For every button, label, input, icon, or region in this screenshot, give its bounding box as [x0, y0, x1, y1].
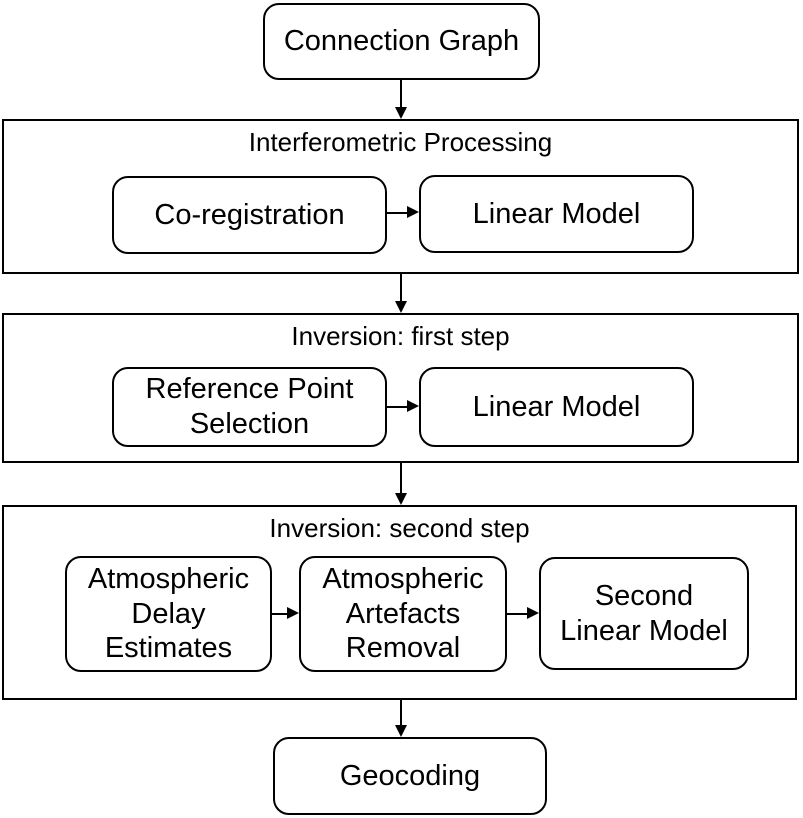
edge-connection-to-interferometric — [400, 80, 402, 109]
edge-delayestimates-to-artefactsremoval — [272, 613, 289, 615]
arrowhead-right-icon — [407, 206, 419, 218]
arrowhead-right-icon — [407, 400, 419, 412]
group-inversion-first-step-title: Inversion: first step — [291, 321, 510, 351]
edge-interferometric-to-inversion1 — [400, 274, 402, 303]
node-second-linear-model: Second Linear Model — [539, 557, 749, 670]
edge-artefactsremoval-to-secondlinearmodel — [507, 613, 529, 615]
node-linear-model-2: Linear Model — [419, 367, 694, 447]
node-linear-model-2-label: Linear Model — [472, 390, 641, 423]
node-geocoding: Geocoding — [273, 737, 547, 815]
edge-inversion2-to-geocoding — [400, 700, 402, 727]
node-geocoding-label: Geocoding — [339, 759, 481, 792]
arrowhead-down-icon — [395, 107, 407, 119]
edge-referencepoint-to-linearmodel — [387, 406, 409, 408]
arrowhead-right-icon — [287, 607, 299, 619]
node-reference-point-selection: Reference Point Selection — [112, 367, 387, 447]
node-atmospheric-delay-estimates: Atmospheric Delay Estimates — [65, 556, 272, 672]
node-co-registration-label: Co-registration — [154, 198, 345, 231]
edge-coregistration-to-linearmodel — [387, 212, 409, 214]
group-interferometric-processing-title: Interferometric Processing — [248, 127, 553, 157]
node-co-registration: Co-registration — [112, 176, 387, 254]
node-atmospheric-delay-estimates-label: Atmospheric Delay Estimates — [87, 562, 250, 665]
group-inversion-second-step: Inversion: second step Atmospheric Delay… — [2, 505, 797, 700]
edge-inversion1-to-inversion2 — [400, 463, 402, 495]
arrowhead-right-icon — [527, 607, 539, 619]
arrowhead-down-icon — [395, 493, 407, 505]
arrowhead-down-icon — [395, 301, 407, 313]
node-second-linear-model-label: Second Linear Model — [560, 579, 728, 647]
node-connection-graph-label: Connection Graph — [283, 25, 520, 58]
group-inversion-first-step: Inversion: first step Reference Point Se… — [2, 313, 799, 463]
group-interferometric-processing: Interferometric Processing Co-registrati… — [2, 119, 799, 274]
group-inversion-second-step-title: Inversion: second step — [269, 513, 530, 543]
node-atmospheric-artefacts-removal-label: Atmospheric Artefacts Removal — [322, 562, 484, 665]
arrowhead-down-icon — [395, 725, 407, 737]
node-atmospheric-artefacts-removal: Atmospheric Artefacts Removal — [299, 556, 507, 672]
node-connection-graph: Connection Graph — [263, 3, 540, 80]
node-linear-model-1: Linear Model — [419, 175, 694, 253]
node-linear-model-1-label: Linear Model — [472, 197, 641, 230]
node-reference-point-selection-label: Reference Point Selection — [145, 373, 354, 440]
